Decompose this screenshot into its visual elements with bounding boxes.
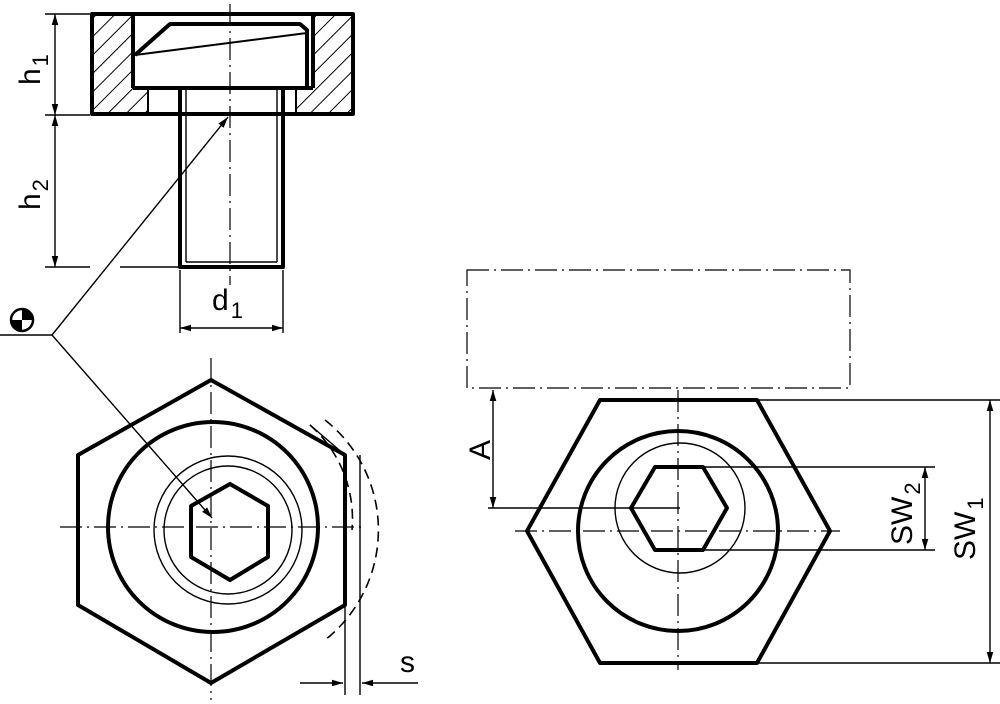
label-SW1: SW1 xyxy=(949,497,988,560)
centre-of-gravity-icon xyxy=(9,307,35,333)
hatch-left xyxy=(92,15,148,113)
hex-view-left xyxy=(60,358,380,700)
label-SW2: SW2 xyxy=(886,482,925,545)
label-A: A xyxy=(464,440,497,460)
dimension-s: s xyxy=(300,424,418,695)
centre-of-gravity-leader xyxy=(0,116,229,519)
dimension-SW2: SW2 xyxy=(703,466,935,551)
dimension-A: A xyxy=(464,390,680,509)
screw-head xyxy=(133,22,309,87)
label-h2: h2 xyxy=(14,179,53,210)
label-h1: h1 xyxy=(14,54,53,85)
dimension-SW1: SW1 xyxy=(757,399,1000,664)
inner-hex-socket xyxy=(189,482,270,582)
mating-part-phantom xyxy=(466,269,851,389)
dimension-d1: d1 xyxy=(179,270,284,333)
dimension-h: h1 h2 xyxy=(14,13,178,268)
label-d1: d1 xyxy=(212,284,243,323)
knob-outline xyxy=(90,12,355,116)
section-view xyxy=(90,4,355,285)
label-s: s xyxy=(400,646,415,679)
hex-view-right xyxy=(466,269,851,670)
